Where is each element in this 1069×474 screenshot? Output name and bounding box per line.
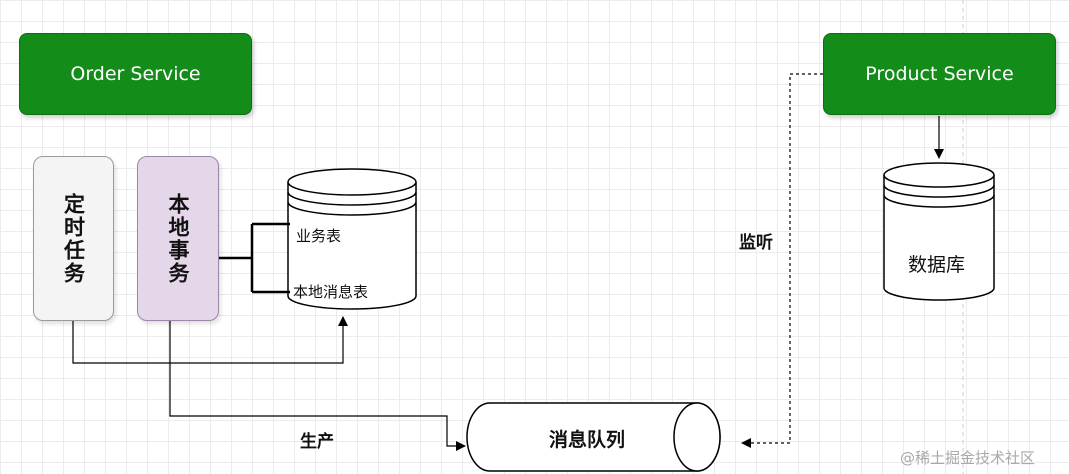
task-to-db-edge xyxy=(72,316,348,364)
transaction-to-db-bracket xyxy=(219,222,290,294)
product-db-label: 数据库 xyxy=(908,254,966,276)
order-service-box: Order Service xyxy=(19,33,252,115)
product-service-box: Product Service xyxy=(823,33,1056,115)
message-queue-label: 消息队列 xyxy=(549,429,626,451)
produce-edge xyxy=(169,321,466,451)
product-database xyxy=(883,162,995,301)
business-table-label: 业务表 xyxy=(296,227,342,245)
listen-label: 监听 xyxy=(739,233,773,253)
message-queue-cylinder xyxy=(466,402,721,472)
local-transaction-box: 本地事务 xyxy=(137,156,219,321)
order-database xyxy=(287,168,417,310)
local-message-table-label: 本地消息表 xyxy=(293,283,369,301)
product-service-label: Product Service xyxy=(865,63,1014,85)
listen-edge xyxy=(741,73,823,448)
order-service-label: Order Service xyxy=(70,63,201,85)
local-transaction-label: 本地事务 xyxy=(166,192,190,285)
watermark: @稀土掘金技术社区 xyxy=(900,449,1036,467)
scheduled-task-label: 定时任务 xyxy=(61,192,86,285)
scheduled-task-box: 定时任务 xyxy=(33,156,114,321)
produce-label: 生产 xyxy=(300,432,334,452)
